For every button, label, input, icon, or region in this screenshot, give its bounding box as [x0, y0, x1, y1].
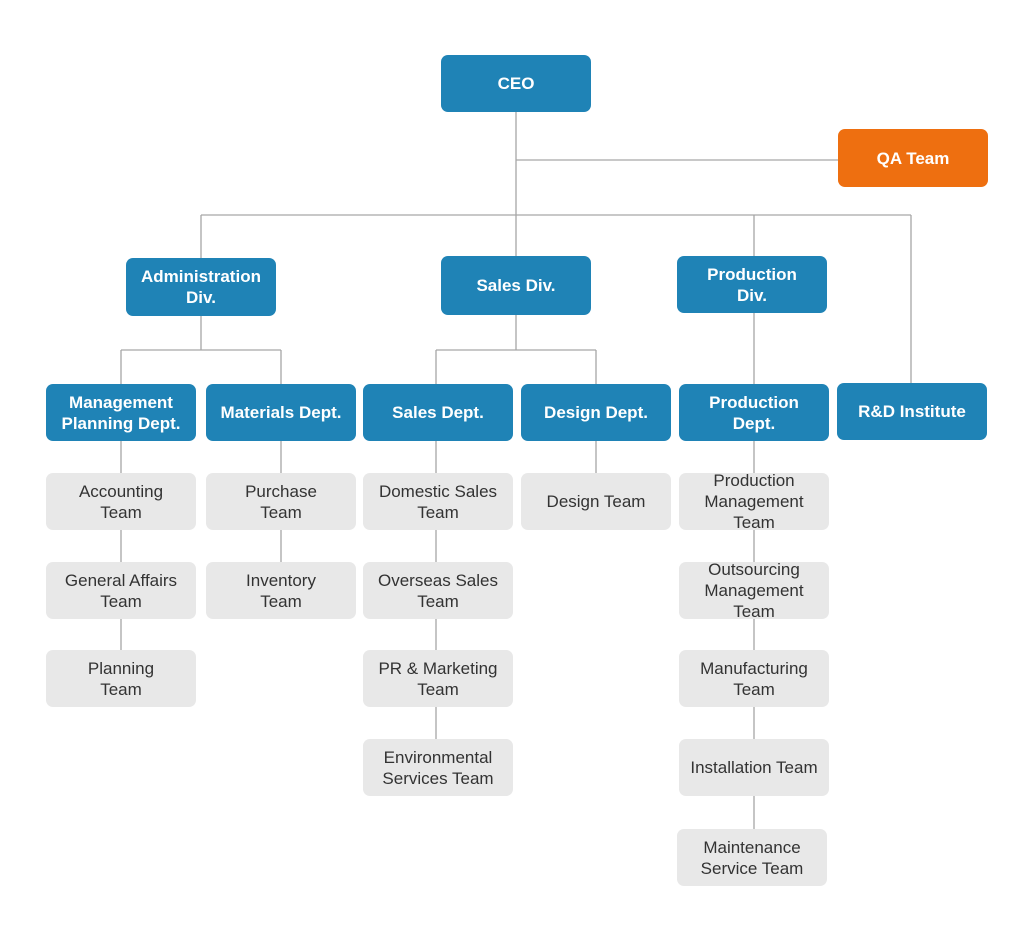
domestic-sales-team-box: Domestic Sales Team: [363, 473, 513, 530]
rnd-institute-box: R&D Institute: [837, 383, 987, 440]
ceo-label: CEO: [497, 74, 535, 93]
production-div-label: Production Div.: [707, 264, 797, 305]
inventory-team-label: Inventory Team: [246, 570, 316, 611]
outsourcing-management-team-label: Outsourcing Management Team: [704, 560, 804, 621]
production-management-team-box: Production Management Team: [679, 471, 829, 532]
installation-team-label: Installation Team: [690, 758, 818, 777]
general-affairs-team-box: General Affairs Team: [46, 562, 196, 619]
environmental-services-team-box: Environmental Services Team: [363, 739, 513, 796]
materials-dept-label: Materials Dept.: [220, 403, 342, 422]
domestic-sales-team-label: Domestic Sales Team: [378, 481, 498, 522]
sales-dept-label: Sales Dept.: [392, 403, 484, 422]
sales-div-label: Sales Div.: [476, 276, 556, 295]
planning-team-box: Planning Team: [46, 650, 196, 707]
accounting-team-label: Accounting Team: [78, 481, 164, 522]
ceo-box: CEO: [441, 55, 591, 112]
materials-dept-box: Materials Dept.: [206, 384, 356, 441]
design-team-label: Design Team: [546, 492, 646, 511]
rnd-institute-label: R&D Institute: [858, 402, 966, 421]
administration-div-label: Administration Div.: [141, 267, 261, 307]
maintenance-service-team-label: Maintenance Service Team: [700, 837, 804, 878]
purchase-team-label: Purchase Team: [245, 481, 317, 522]
production-div-box: Production Div.: [677, 256, 827, 313]
qa-team-box: QA Team: [838, 129, 988, 187]
qa-team-label: QA Team: [876, 148, 950, 168]
overseas-sales-team-label: Overseas Sales Team: [378, 570, 498, 611]
accounting-team-box: Accounting Team: [46, 473, 196, 530]
maintenance-service-team-box: Maintenance Service Team: [677, 829, 827, 886]
production-management-team-label: Production Management Team: [704, 471, 804, 532]
production-dept-label: Production Dept.: [709, 392, 799, 433]
manufacturing-team-label: Manufacturing Team: [700, 658, 808, 699]
planning-team-label: Planning Team: [87, 658, 155, 699]
design-team-box: Design Team: [521, 473, 671, 530]
manufacturing-team-box: Manufacturing Team: [679, 650, 829, 707]
management-planning-dept-label: Management Planning Dept.: [61, 392, 181, 433]
inventory-team-box: Inventory Team: [206, 562, 356, 619]
production-dept-box: Production Dept.: [679, 384, 829, 441]
overseas-sales-team-box: Overseas Sales Team: [363, 562, 513, 619]
design-dept-label: Design Dept.: [544, 403, 648, 422]
general-affairs-team-label: General Affairs Team: [64, 570, 178, 611]
installation-team-box: Installation Team: [679, 739, 829, 796]
pr-marketing-team-label: PR & Marketing Team: [378, 658, 498, 699]
sales-dept-box: Sales Dept.: [363, 384, 513, 441]
administration-div-box: Administration Div.: [126, 258, 276, 316]
design-dept-box: Design Dept.: [521, 384, 671, 441]
purchase-team-box: Purchase Team: [206, 473, 356, 530]
environmental-services-team-label: Environmental Services Team: [382, 747, 494, 788]
pr-marketing-team-box: PR & Marketing Team: [363, 650, 513, 707]
management-planning-dept-box: Management Planning Dept.: [46, 384, 196, 441]
outsourcing-management-team-box: Outsourcing Management Team: [679, 560, 829, 621]
sales-div-box: Sales Div.: [441, 256, 591, 315]
